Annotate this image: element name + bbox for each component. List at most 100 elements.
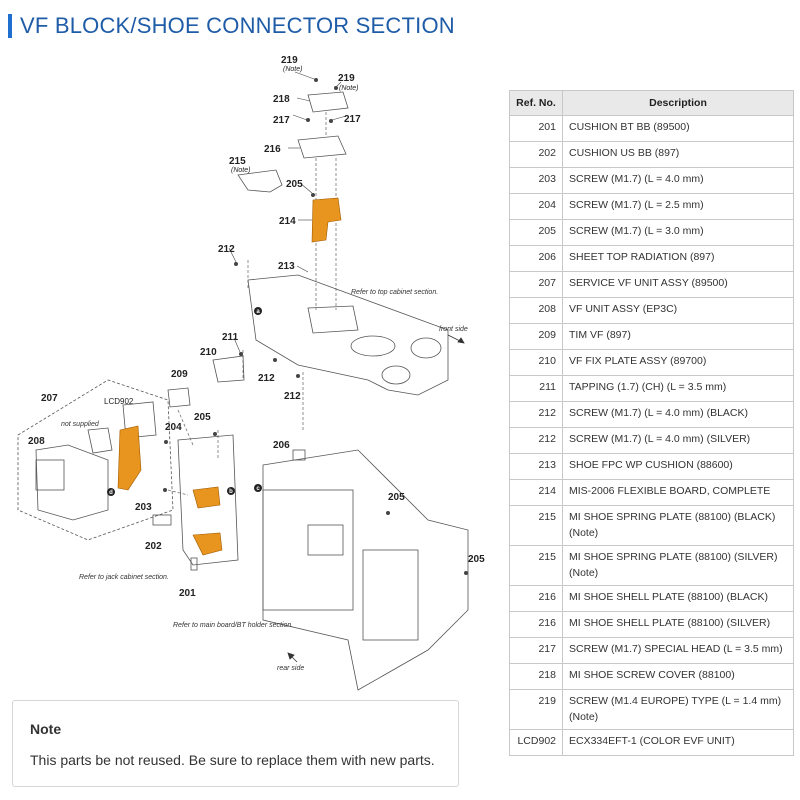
callout-201: 201 bbox=[179, 588, 196, 599]
ref-cell: 211 bbox=[509, 375, 563, 402]
part-lcd902 bbox=[122, 401, 157, 439]
desc-cell: VF FIX PLATE ASSY (89700) bbox=[562, 349, 794, 376]
callout-204: 204 bbox=[165, 422, 182, 433]
desc-cell: MI SHOE SPRING PLATE (88100) (SILVER) (N… bbox=[562, 545, 794, 586]
callout-217a: 217 bbox=[273, 115, 290, 126]
frame-flex-lower bbox=[192, 532, 223, 556]
note-title: Note bbox=[30, 721, 62, 737]
marker-d-vf: d bbox=[109, 490, 113, 496]
exploded-parts-diagram: 219 (Note) 219 (Note) 218 217 217 216 21… bbox=[8, 50, 498, 700]
marker-b-frame: b bbox=[229, 489, 233, 495]
screw-203 bbox=[163, 488, 167, 492]
callout-205b: 205 bbox=[194, 412, 211, 423]
desc-cell: SCREW (M1.7) SPECIAL HEAD (L = 3.5 mm) bbox=[562, 637, 794, 664]
ref-cell: 204 bbox=[509, 193, 563, 220]
ref-cell: 216 bbox=[509, 611, 563, 638]
ref-cell: 213 bbox=[509, 453, 563, 480]
desc-cell: MI SHOE SPRING PLATE (88100) (BLACK) (No… bbox=[562, 505, 794, 546]
desc-cell: MI SHOE SCREW COVER (88100) bbox=[562, 663, 794, 690]
screw-204 bbox=[164, 440, 168, 444]
ref-cell: 216 bbox=[509, 585, 563, 612]
desc-cell: SHEET TOP RADIATION (897) bbox=[562, 245, 794, 272]
title-bar: VF BLOCK/SHOE CONNECTOR SECTION bbox=[8, 12, 788, 40]
top-cabinet-outline bbox=[247, 274, 449, 396]
part-210-plate bbox=[212, 355, 245, 383]
ref-cell: 212 bbox=[509, 401, 563, 428]
ref-cell: 219 bbox=[509, 689, 563, 730]
callout-210: 210 bbox=[200, 347, 217, 358]
ref-cell: 206 bbox=[509, 245, 563, 272]
callout-215-note: (Note) bbox=[231, 167, 250, 174]
header-ref-no: Ref. No. bbox=[509, 90, 563, 116]
screw-211 bbox=[239, 352, 243, 356]
marker-a-top: a bbox=[256, 309, 260, 315]
label-jack-cabinet: Refer to jack cabinet section. bbox=[79, 574, 169, 581]
part-218-cover bbox=[307, 91, 349, 113]
callout-212c: 212 bbox=[284, 391, 301, 402]
ref-cell: 207 bbox=[509, 271, 563, 298]
desc-cell: SCREW (M1.7) (L = 4.0 mm) (BLACK) bbox=[562, 401, 794, 428]
part-215-spring bbox=[237, 169, 283, 193]
callout-209: 209 bbox=[171, 369, 188, 380]
ref-cell: 212 bbox=[509, 427, 563, 454]
callout-219b-note: (Note) bbox=[339, 85, 358, 92]
callout-218: 218 bbox=[273, 94, 290, 105]
part-214-flex-board bbox=[311, 197, 342, 243]
main-board-chip bbox=[307, 524, 344, 556]
callout-205c: 205 bbox=[388, 492, 405, 503]
marker-c-body: c bbox=[256, 486, 260, 492]
lcd-frame bbox=[87, 427, 113, 454]
part-201-cushion bbox=[190, 557, 198, 571]
vf-lens bbox=[35, 459, 65, 491]
ref-cell: 214 bbox=[509, 479, 563, 506]
frame-flex-upper bbox=[192, 486, 221, 509]
desc-cell: CUSHION US BB (897) bbox=[562, 141, 794, 168]
desc-cell: TIM VF (897) bbox=[562, 323, 794, 350]
screw-219a bbox=[314, 78, 318, 82]
title-accent-bar bbox=[8, 14, 12, 38]
callout-206: 206 bbox=[273, 440, 290, 451]
screw-205b bbox=[213, 432, 217, 436]
vf-frame bbox=[177, 434, 239, 566]
parts-table-header: Ref. No. Description bbox=[509, 90, 794, 116]
callout-211: 211 bbox=[222, 332, 239, 343]
grip-section bbox=[362, 549, 419, 641]
screw-212a bbox=[234, 262, 238, 266]
desc-cell: MI SHOE SHELL PLATE (88100) (SILVER) bbox=[562, 611, 794, 638]
callout-215: 215 bbox=[229, 156, 246, 167]
desc-cell: ECX334EFT-1 (COLOR EVF UNIT) bbox=[562, 729, 794, 756]
screw-205c bbox=[386, 511, 390, 515]
callout-217b: 217 bbox=[344, 114, 361, 125]
ref-cell: 215 bbox=[509, 545, 563, 586]
ref-cell: 210 bbox=[509, 349, 563, 376]
desc-cell: SHOE FPC WP CUSHION (88600) bbox=[562, 453, 794, 480]
desc-cell: TAPPING (1.7) (CH) (L = 3.5 mm) bbox=[562, 375, 794, 402]
callout-lcd902: LCD902 bbox=[104, 397, 134, 406]
callout-202: 202 bbox=[145, 541, 162, 552]
ref-cell: LCD902 bbox=[509, 729, 563, 756]
callout-208: 208 bbox=[28, 436, 45, 447]
desc-cell: MIS-2006 FLEXIBLE BOARD, COMPLETE bbox=[562, 479, 794, 506]
desc-cell: VF UNIT ASSY (EP3C) bbox=[562, 297, 794, 324]
callout-214: 214 bbox=[279, 216, 296, 227]
screw-212c bbox=[296, 374, 300, 378]
callout-216: 216 bbox=[264, 144, 281, 155]
page-title: VF BLOCK/SHOE CONNECTOR SECTION bbox=[20, 13, 455, 38]
